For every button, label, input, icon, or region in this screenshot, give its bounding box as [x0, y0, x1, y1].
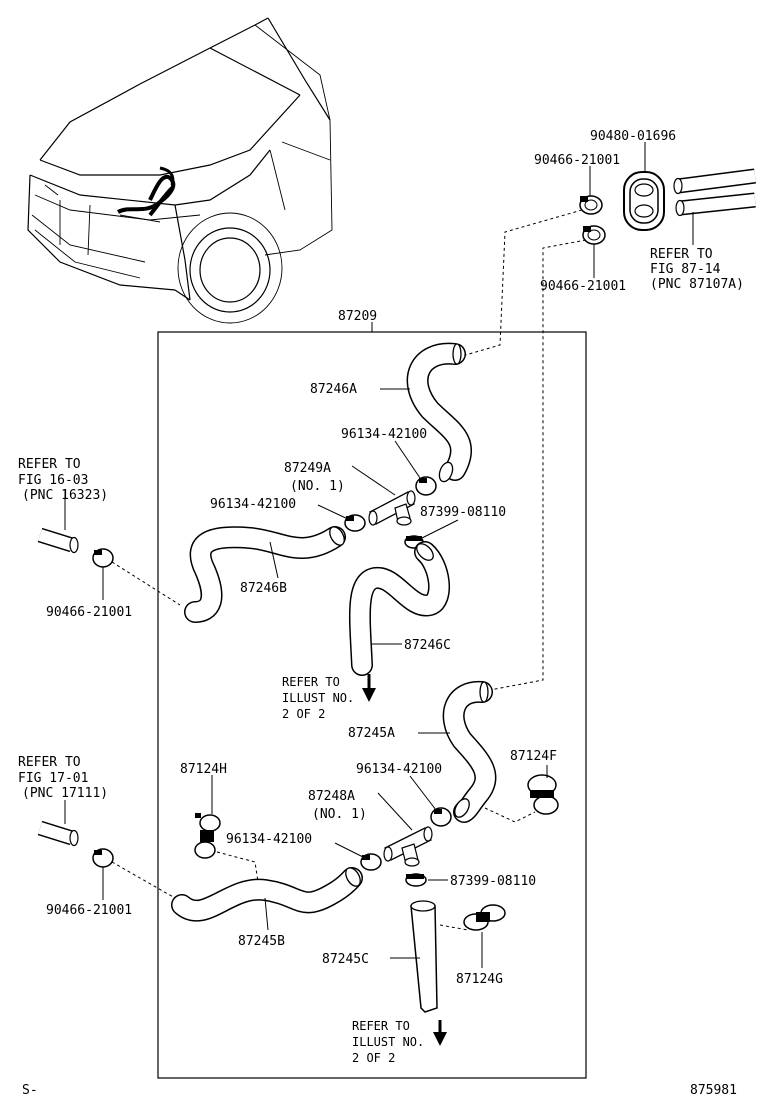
- part-label-87245a: 87245A: [348, 726, 395, 741]
- part-label-90466-top2: 90466-21001: [540, 279, 626, 294]
- clamp-icon: [92, 848, 114, 868]
- clamp-icon: [527, 774, 559, 815]
- part-label-87249a: 87249A: [284, 461, 331, 476]
- tee-joint-87248a: [383, 826, 433, 867]
- vehicle-illustration: [27, 17, 333, 324]
- clamp-icon: [463, 904, 506, 931]
- assembly-number: 87209: [338, 309, 377, 324]
- part-label-96134-d: 96134-42100: [226, 832, 312, 847]
- part-label-96134-b: 96134-42100: [210, 497, 296, 512]
- part-label-87248a: 87248A: [308, 789, 355, 804]
- hose-87245c: [410, 900, 438, 1013]
- heater-pipe-icon: [37, 820, 79, 847]
- ref-illust2-line3: 2 OF 2: [352, 1051, 395, 1065]
- grommet-icon: [623, 171, 665, 231]
- clamp-icon: [194, 813, 221, 859]
- part-label-90466-left2: 90466-21001: [46, 903, 132, 918]
- ref-fig87-line3: (PNC 87107A): [650, 277, 744, 292]
- hose-87246a: [406, 342, 472, 481]
- heater-pipe-icon: [673, 168, 756, 217]
- part-label-90466-left1: 90466-21001: [46, 605, 132, 620]
- part-label-87399-a: 87399-08110: [420, 505, 506, 520]
- clamp-icon: [344, 514, 366, 532]
- clamp-icon: [92, 548, 114, 568]
- part-label-87124h: 87124H: [180, 762, 227, 777]
- heater-pipe-icon: [37, 527, 79, 554]
- hose-87246b: [184, 526, 346, 623]
- part-label-87246a: 87246A: [310, 382, 357, 397]
- part-label-87399-b: 87399-08110: [450, 874, 536, 889]
- part-label-87246b: 87246B: [240, 581, 287, 596]
- ref-fig16-line3: (PNC 16323): [22, 488, 108, 503]
- tee-joint-87249a: [368, 490, 416, 526]
- clamp-icon: [360, 853, 382, 871]
- hose-87245a: [442, 680, 497, 823]
- part-label-87124g: 87124G: [456, 972, 503, 987]
- part-label-87245c: 87245C: [322, 952, 369, 967]
- clamp-icon: [430, 807, 452, 827]
- arrow-down-icon: [362, 674, 376, 702]
- ref-fig17-line1: REFER TO: [18, 755, 81, 770]
- ref-fig17-line2: FIG 17-01: [18, 771, 88, 786]
- arrow-down-icon: [433, 1020, 447, 1046]
- ref-illust1-line2: ILLUST NO.: [282, 691, 354, 705]
- ref-illust1-line1: REFER TO: [282, 675, 340, 689]
- part-label-87124f: 87124F: [510, 749, 557, 764]
- clamp-icon: [415, 476, 437, 496]
- ref-fig16-line1: REFER TO: [18, 457, 81, 472]
- ref-illust2-line2: ILLUST NO.: [352, 1035, 424, 1049]
- part-label-87248a-no: (NO. 1): [312, 807, 367, 822]
- part-label-87249a-no: (NO. 1): [290, 479, 345, 494]
- part-label-96134-c: 96134-42100: [356, 762, 442, 777]
- assembly-frame: [157, 331, 587, 1079]
- part-label-87246c: 87246C: [404, 638, 451, 653]
- part-label-90466-top1: 90466-21001: [534, 153, 620, 168]
- clamp-icon: [579, 195, 603, 215]
- footer-left-code: S-: [22, 1083, 38, 1098]
- part-label-87245b: 87245B: [238, 934, 285, 949]
- part-label-96134-a: 96134-42100: [341, 427, 427, 442]
- ref-illust2-line1: REFER TO: [352, 1019, 410, 1033]
- ref-illust1-line3: 2 OF 2: [282, 707, 325, 721]
- illustration-number: 875981: [690, 1083, 737, 1098]
- hose-87246c: [348, 541, 451, 676]
- ref-fig16-line2: FIG 16-03: [18, 473, 88, 488]
- clamp-icon: [582, 225, 606, 245]
- ref-fig17-line3: (PNC 17111): [22, 786, 108, 801]
- part-label-90480: 90480-01696: [590, 129, 676, 144]
- hose-87245b: [171, 867, 363, 922]
- ref-fig87-line1: REFER TO: [650, 247, 713, 262]
- clip-icon: [405, 873, 427, 887]
- ref-fig87-line2: FIG 87-14: [650, 262, 721, 277]
